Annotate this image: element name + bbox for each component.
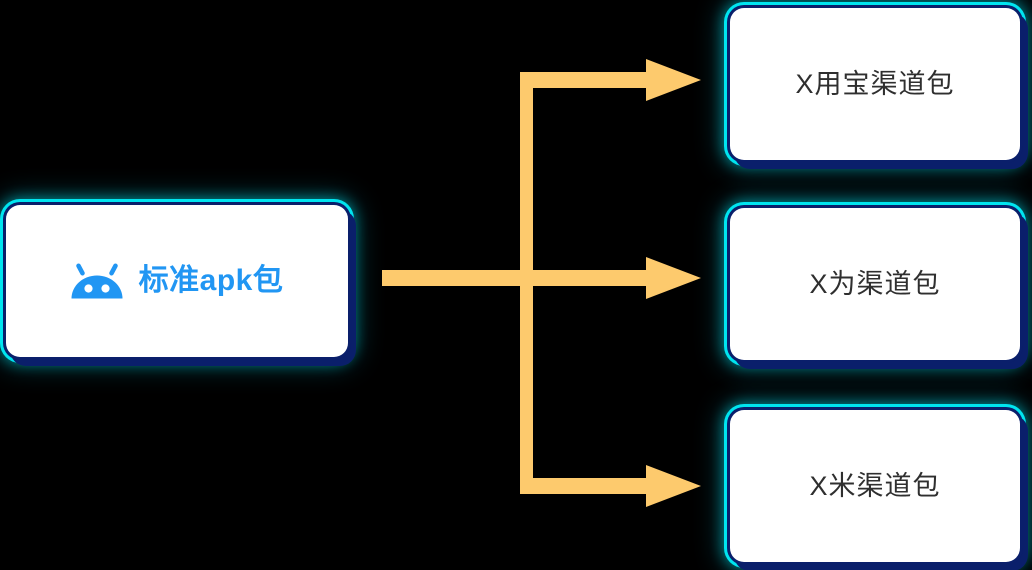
source-node-content: 标准apk包 [71,261,284,301]
target-node-0[interactable]: X用宝渠道包 [730,8,1020,160]
source-node-label: 标准apk包 [138,264,284,297]
source-node-standard-apk[interactable]: 标准apk包 [6,205,348,357]
target-node-2[interactable]: X米渠道包 [730,410,1020,562]
target-node-1[interactable]: X为渠道包 [730,208,1020,360]
target-node-label: X用宝渠道包 [795,68,955,99]
android-robot-icon [71,263,123,299]
connector-arrow-top [520,59,701,278]
target-node-label: X米渠道包 [809,470,941,501]
target-node-label: X为渠道包 [809,268,941,299]
connector-arrow-bottom [520,278,701,507]
connector-arrow-middle [382,257,701,299]
